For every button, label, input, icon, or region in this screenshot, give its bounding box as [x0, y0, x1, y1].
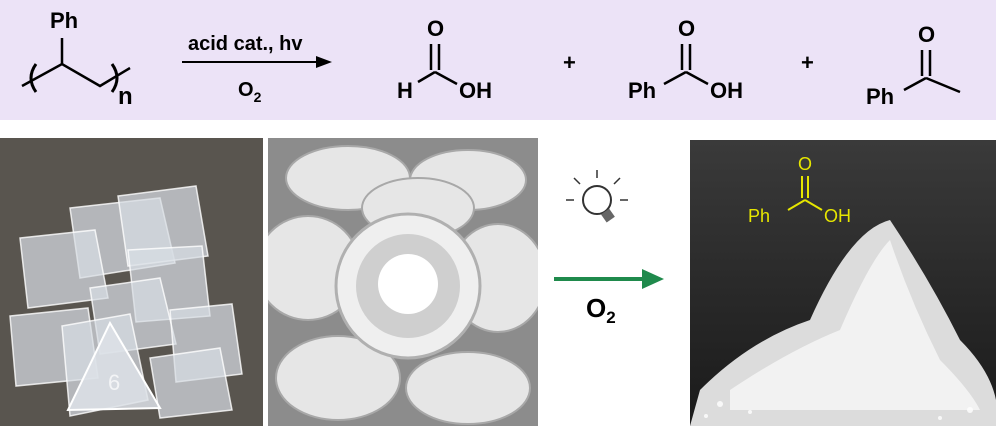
- benzoic-o-label: O: [678, 16, 695, 41]
- product-o-label: O: [798, 154, 812, 174]
- polymer-ph-label: Ph: [50, 8, 78, 33]
- right-bracket: [110, 63, 119, 93]
- conditions-o: O: [238, 79, 254, 101]
- photo-benzoic-acid-powder: O Ph OH: [690, 140, 996, 426]
- reaction-scheme-banner: Ph n acid cat., hv O2 O H OH + O: [0, 0, 996, 120]
- lightbulb-icon: [566, 170, 628, 223]
- benzoic-oh-label: OH: [710, 78, 743, 103]
- process-oxidant-o: O: [586, 293, 607, 323]
- acetophenone-o-label: O: [918, 22, 935, 47]
- process-oxidant-subscript: 2: [606, 308, 616, 328]
- cups-illustration: [268, 138, 538, 426]
- polystyrene-structure: Ph n: [21, 8, 133, 110]
- conditions-below: O2: [238, 79, 262, 105]
- formic-o-label: O: [427, 16, 444, 41]
- benzoic-oh-bond: [685, 70, 709, 86]
- polymer-backbone: [21, 62, 131, 88]
- process-arrow-head: [642, 269, 664, 289]
- left-bracket: [29, 63, 38, 93]
- acetophenone-ph-label: Ph: [866, 84, 894, 109]
- svg-text:6: 6: [108, 370, 120, 395]
- acetophenone-structure: O Ph: [866, 22, 961, 109]
- formic-oh-label: OH: [459, 78, 492, 103]
- conditions-o-subscript: 2: [254, 89, 262, 105]
- benzoic-ph-bond: [663, 70, 687, 86]
- formic-h-bond: [417, 70, 436, 84]
- reaction-arrow-head: [316, 56, 332, 68]
- polymer-subscript-n: n: [118, 83, 133, 110]
- process-graphic: [554, 170, 664, 289]
- photo-polystyrene-film-pieces: 6: [0, 138, 263, 426]
- formic-acid-structure: O H OH: [397, 16, 492, 103]
- product-ph-label: Ph: [748, 206, 770, 226]
- acetophenone-methyl-bond: [925, 76, 961, 94]
- plus-sign-2: +: [801, 50, 814, 75]
- acetophenone-ph-bond: [903, 76, 927, 92]
- formic-oh-bond: [434, 70, 458, 86]
- reaction-scheme: Ph n acid cat., hv O2 O H OH + O: [21, 8, 961, 110]
- photo-polystyrene-cups: [268, 138, 538, 426]
- product-structure-label: O Ph OH: [748, 154, 851, 226]
- powder-illustration: O Ph OH: [690, 140, 996, 426]
- process-oxidant-label: O2: [586, 293, 616, 328]
- benzoic-acid-structure: O Ph OH: [628, 16, 743, 103]
- reaction-arrow-group: acid cat., hv O2: [182, 33, 332, 105]
- benzoic-ph-label: Ph: [628, 78, 656, 103]
- formic-h-label: H: [397, 78, 413, 103]
- film-pieces-illustration: 6: [0, 138, 263, 426]
- product-oh-label: OH: [824, 206, 851, 226]
- conditions-above: acid cat., hv: [188, 33, 303, 55]
- process-conditions: [540, 138, 690, 426]
- plus-sign-1: +: [563, 50, 576, 75]
